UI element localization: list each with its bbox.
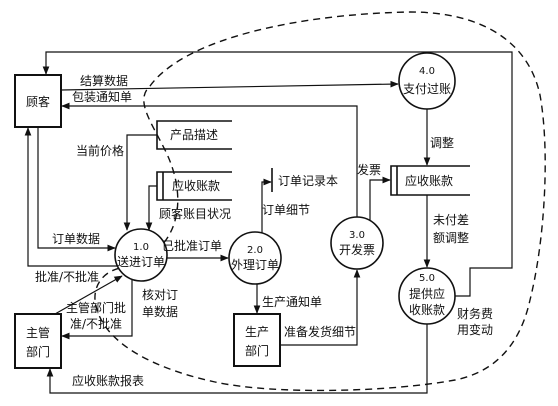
store-receivables-left-label: 应收账款	[172, 178, 220, 193]
process-5: 5.0 提供应 收账款	[398, 267, 456, 325]
customer-entity: 顾客	[14, 74, 62, 128]
process-4-number: 4.0	[419, 66, 435, 77]
process-2: 2.0 外理订单	[228, 231, 282, 285]
flow-approved-order-label: 已批准订单	[162, 238, 222, 253]
process-5-label-1: 提供应	[409, 286, 445, 301]
process-3-number: 3.0	[349, 230, 365, 241]
store-product-desc: 产品描述	[156, 120, 232, 150]
flow-customer-account-status-label: 顾客账目状况	[159, 206, 231, 221]
store-order-records-label: 订单记录本	[278, 174, 338, 188]
production-label-1: 生产	[245, 325, 269, 339]
flow-invoice	[369, 176, 391, 220]
flow-approve-reject	[24, 127, 118, 267]
flow-customer-account-status	[145, 185, 157, 231]
store-receivables-right: 应收账款	[390, 165, 470, 196]
process-2-number: 2.0	[247, 245, 263, 256]
process-2-label: 外理订单	[231, 258, 279, 272]
flow-ready-ship-label: 准备发货细节	[284, 324, 356, 339]
flow-manager-approve-label-1: 主管部门批	[66, 300, 126, 315]
flow-settlement-data-label: 结算数据	[80, 73, 128, 88]
store-order-records: 订单记录本	[271, 168, 338, 192]
flow-finance-change-label-2: 用变动	[457, 322, 493, 337]
store-product-desc-label: 产品描述	[170, 128, 218, 142]
flow-current-price	[123, 134, 157, 231]
flow-finance-change-label-1: 财务费	[457, 306, 493, 321]
flow-verify-order-label-2: 单数据	[142, 304, 178, 319]
production-entity: 生产 部门	[233, 313, 281, 367]
manager-entity: 主管 部门	[14, 313, 62, 369]
process-3-label: 开发票	[339, 242, 375, 257]
flow-order-data	[37, 127, 116, 252]
flow-packing-notice-label: 包装通知单	[72, 90, 132, 104]
flow-order-detail-label: 订单细节	[262, 203, 310, 217]
flow-adjust-label: 调整	[430, 135, 454, 150]
flow-order-detail	[261, 178, 272, 233]
flow-verify-order-label-1: 核对订	[142, 288, 178, 302]
flow-receivables-report-label: 应收账款报表	[72, 373, 144, 388]
flow-manager-approve-label-2: 准/不批准	[70, 316, 122, 331]
flow-receivables-report	[46, 324, 428, 394]
flow-unpaid-adjust-label-1: 未付差	[433, 213, 469, 227]
flow-current-price-label: 当前价格	[76, 143, 124, 158]
process-4-label: 支付过账	[403, 82, 451, 96]
store-receivables-left: 应收账款	[156, 171, 232, 201]
flow-order-data-label: 订单数据	[52, 231, 100, 246]
flow-unpaid-adjust-label-2: 额调整	[433, 230, 469, 245]
process-1-label: 送进订单	[117, 254, 165, 269]
process-5-label-2: 收账款	[409, 303, 445, 317]
flow-ready-ship	[281, 269, 361, 346]
store-receivables-right-label: 应收账款	[405, 173, 453, 188]
process-1-number: 1.0	[133, 242, 149, 253]
manager-label-1: 主管	[26, 325, 50, 340]
flow-approve-reject-label: 批准/不批准	[35, 269, 99, 284]
process-3: 3.0 开发票	[330, 216, 384, 270]
flow-manager-approve	[54, 275, 123, 315]
manager-label-2: 部门	[26, 344, 50, 359]
process-1: 1.0 送进订单	[114, 228, 168, 282]
customer-label: 顾客	[26, 94, 50, 109]
flow-finance-change	[42, 51, 513, 297]
flow-settlement-data	[60, 80, 399, 91]
process-5-number: 5.0	[419, 273, 435, 284]
flow-production-notice-label: 生产通知单	[262, 295, 322, 309]
process-4: 4.0 支付过账	[398, 52, 456, 110]
production-label-2: 部门	[245, 343, 269, 358]
flow-invoice-label: 发票	[357, 162, 381, 177]
flow-packing-notice	[61, 102, 358, 217]
system-boundary	[94, 11, 546, 392]
flow-verify-order	[61, 280, 133, 340]
